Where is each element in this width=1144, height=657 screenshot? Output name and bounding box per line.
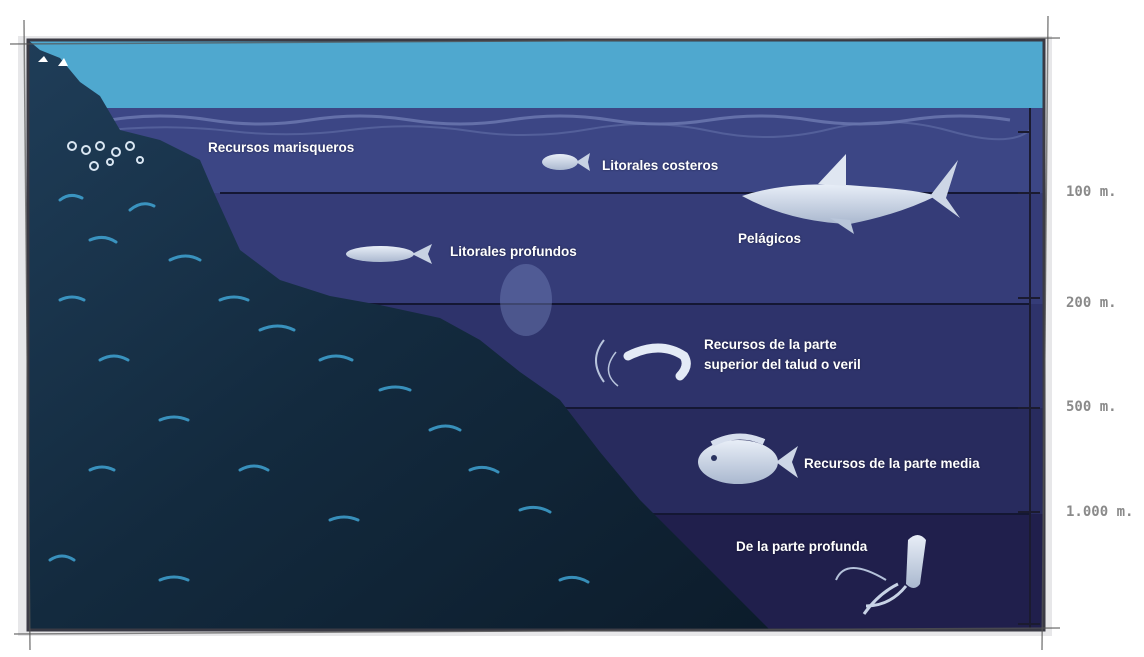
label-pelagicos: Pelágicos bbox=[738, 230, 801, 248]
label-talud-line2: superior del talud o veril bbox=[704, 356, 861, 374]
depth-label-500: 500 m. bbox=[1066, 399, 1117, 415]
label-parte-profunda: De la parte profunda bbox=[736, 538, 867, 556]
water-surface bbox=[28, 40, 1044, 112]
depth-label-100: 100 m. bbox=[1066, 184, 1117, 200]
label-recursos-marisqueros: Recursos marisqueros bbox=[208, 139, 354, 157]
label-parte-media: Recursos de la parte media bbox=[804, 455, 980, 473]
label-litorales-profundos: Litorales profundos bbox=[450, 243, 577, 261]
label-talud-line1: Recursos de la parte bbox=[704, 336, 837, 354]
depth-label-1000: 1.000 m. bbox=[1066, 504, 1133, 520]
depth-label-200: 200 m. bbox=[1066, 295, 1117, 311]
light-glow bbox=[500, 264, 552, 336]
label-litorales-costeros: Litorales costeros bbox=[602, 157, 718, 175]
